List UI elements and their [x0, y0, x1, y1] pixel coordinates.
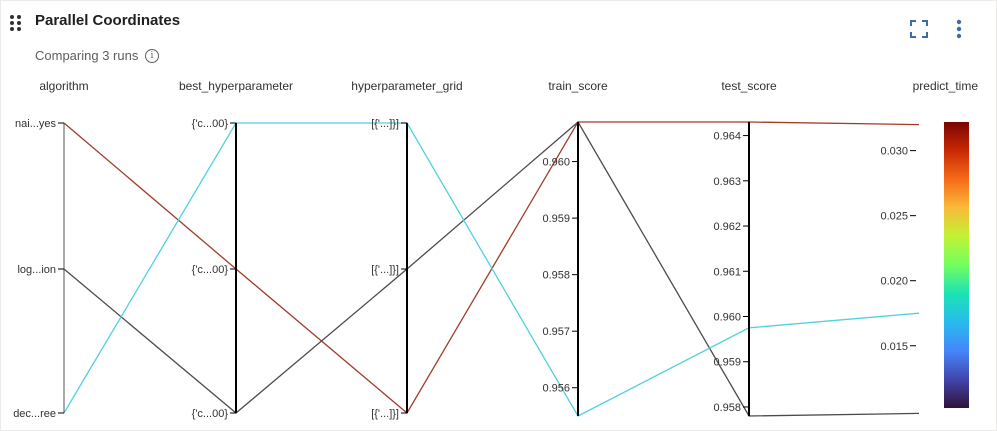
- tick: 0.964: [713, 131, 749, 143]
- tick-label: 0.015: [880, 341, 908, 353]
- tick: 0.025: [880, 211, 916, 223]
- tick: 0.958: [713, 402, 749, 414]
- category-label: nai...yes: [15, 118, 56, 130]
- category-label: dec...ree: [13, 408, 56, 420]
- tick-label: 0.025: [880, 211, 908, 223]
- run-lines: [63, 120, 920, 417]
- axis-title: test_score: [721, 79, 777, 93]
- category-tick: {'c...00}: [192, 408, 236, 420]
- tick: 0.957: [542, 326, 578, 338]
- tick: 0.959: [542, 213, 578, 225]
- category-tick: [{'...]}]: [371, 408, 407, 420]
- run-line-3[interactable]: [63, 122, 920, 417]
- category-tick: {'c...00}: [192, 118, 236, 130]
- expand-button[interactable]: [908, 18, 930, 40]
- category-label: {'c...00}: [192, 408, 229, 420]
- axis-title: best_hyperparameter: [179, 79, 293, 93]
- parallel-coordinates-chart: algorithm nai...yes log...ion dec...ree best…: [13, 79, 978, 420]
- tick-label: 0.958: [542, 270, 570, 282]
- drag-handle-icon[interactable]: [9, 14, 23, 32]
- run-line-2[interactable]: [63, 120, 920, 417]
- tick-label: 0.030: [880, 146, 908, 158]
- category-label: [{'...]}]: [371, 264, 399, 276]
- tick-label: 0.962: [713, 221, 741, 233]
- more-vertical-icon: [956, 19, 962, 39]
- category-tick: log...ion: [17, 264, 64, 276]
- tick-label: 0.964: [713, 131, 741, 143]
- tick: 0.960: [542, 157, 578, 169]
- tick-label: 0.960: [542, 157, 570, 169]
- axis-test_score[interactable]: test_score 0.958 0.959 0.960 0.961 0.962 0.963…: [713, 79, 777, 416]
- category-tick: [{'...]}]: [371, 264, 407, 276]
- axis-predict_time[interactable]: predict_time 0.015 0.020 0.025 0.030: [880, 79, 978, 353]
- axis-best_hyperparameter[interactable]: best_hyperparameter {'c...00} {'c...00} {'c…: [179, 79, 293, 420]
- axis-train_score[interactable]: train_score 0.956 0.957 0.958 0.959 0.960: [542, 79, 608, 416]
- more-options-button[interactable]: [950, 18, 968, 40]
- category-label: [{'...]}]: [371, 118, 399, 130]
- tick-label: 0.958: [713, 402, 741, 414]
- axes: algorithm nai...yes log...ion dec...ree best…: [13, 79, 978, 420]
- tick-label: 0.957: [542, 326, 570, 338]
- tick: 0.015: [880, 341, 916, 353]
- tick: 0.962: [713, 221, 749, 233]
- colorbar: [944, 122, 969, 408]
- axis-algorithm[interactable]: algorithm nai...yes log...ion dec...ree: [13, 79, 88, 420]
- run-line-1[interactable]: [63, 121, 920, 414]
- tick-label: 0.959: [542, 213, 570, 225]
- info-icon[interactable]: i: [144, 49, 159, 63]
- expand-icon: [910, 20, 928, 38]
- axis-hyperparameter_grid[interactable]: hyperparameter_grid [{'...]}] [{'...]}] [{'…: [351, 79, 462, 420]
- tick: 0.958: [542, 270, 578, 282]
- category-label: {'c...00}: [192, 264, 229, 276]
- tick: 0.956: [542, 383, 578, 395]
- tick-label: 0.020: [880, 276, 908, 288]
- tick-label: 0.960: [713, 311, 741, 323]
- category-label: log...ion: [17, 264, 56, 276]
- category-label: {'c...00}: [192, 118, 229, 130]
- subtitle-text: Comparing 3 runs: [35, 48, 139, 63]
- axis-title: hyperparameter_grid: [351, 79, 462, 93]
- tick: 0.030: [880, 146, 916, 158]
- axis-title: train_score: [548, 79, 608, 93]
- tick: 0.959: [713, 357, 749, 369]
- tick: 0.960: [713, 311, 749, 323]
- category-tick: [{'...]}]: [371, 118, 407, 130]
- category-tick: {'c...00}: [192, 264, 236, 276]
- tick-label: 0.959: [713, 357, 741, 369]
- axis-title: algorithm: [39, 79, 88, 93]
- category-label: [{'...]}]: [371, 408, 399, 420]
- tick-label: 0.963: [713, 176, 741, 188]
- tick-label: 0.961: [713, 266, 741, 278]
- tick-label: 0.956: [542, 383, 570, 395]
- card-title: Parallel Coordinates: [35, 12, 181, 29]
- category-tick: dec...ree: [13, 408, 64, 420]
- category-tick: nai...yes: [15, 118, 64, 130]
- tick: 0.020: [880, 276, 916, 288]
- axis-title: predict_time: [913, 79, 979, 93]
- card-subtitle: Comparing 3 runs i: [35, 48, 159, 63]
- tick: 0.961: [713, 266, 749, 278]
- tick: 0.963: [713, 176, 749, 188]
